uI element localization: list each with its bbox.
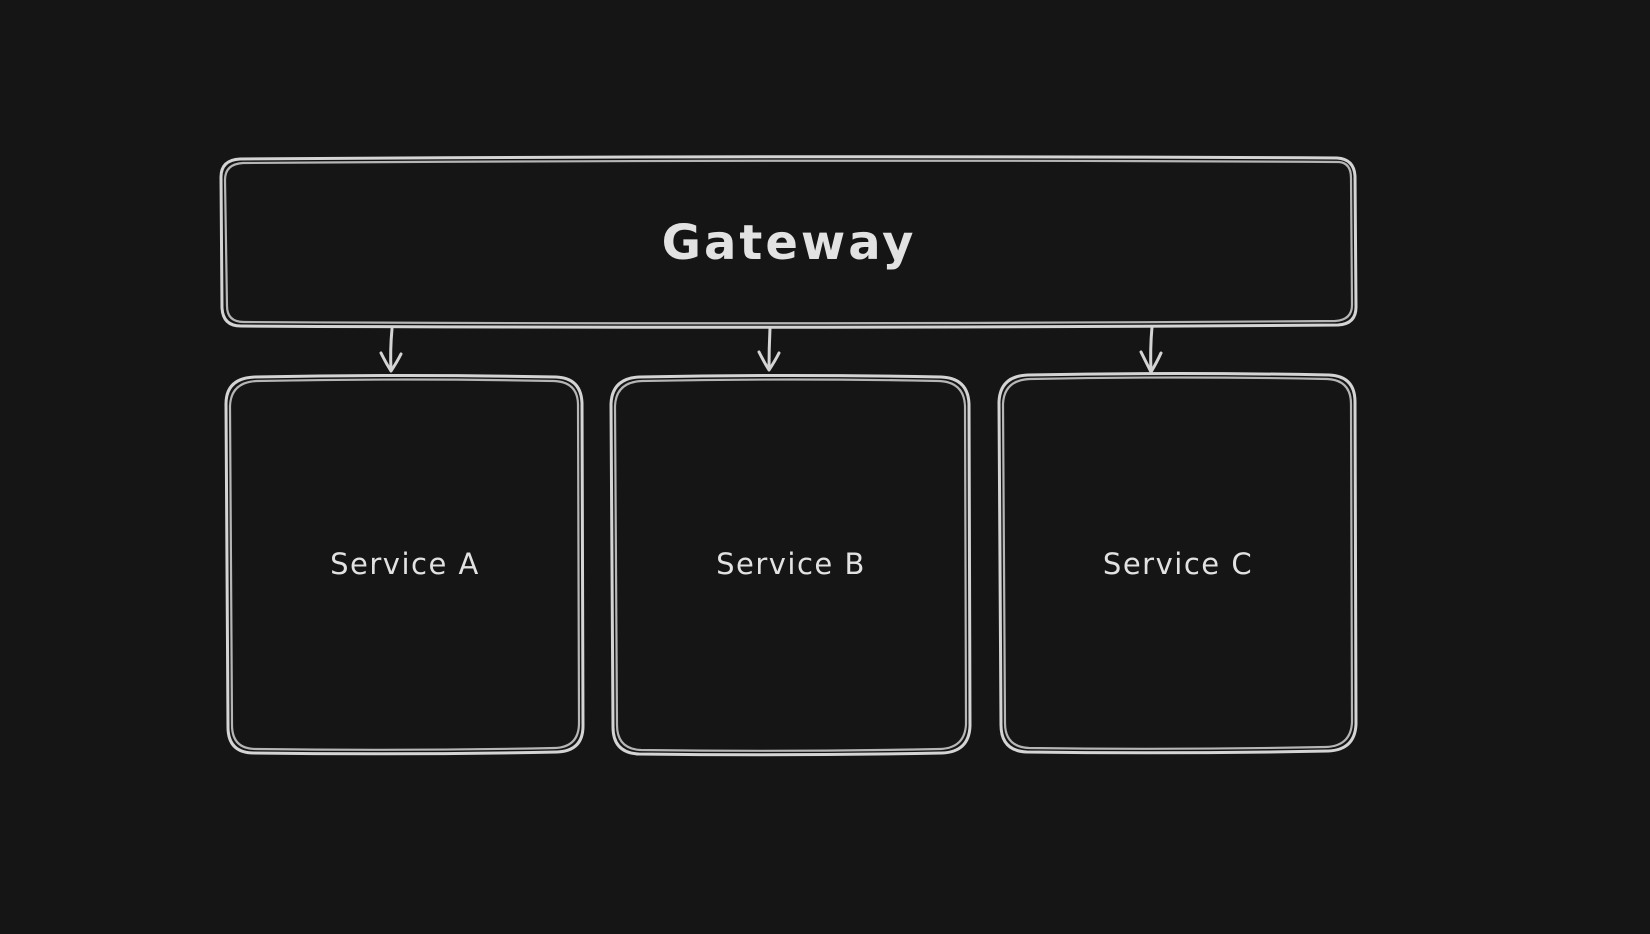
- service-a-box-outline: [224, 374, 585, 756]
- arrow-head: [1139, 350, 1163, 374]
- service-b-label: Service B: [716, 547, 866, 581]
- service-a-label: Service A: [330, 547, 480, 581]
- service-a-node[interactable]: Service A: [224, 374, 585, 756]
- service-b-box-outline: [609, 374, 972, 757]
- service-b-box-outline-2: [613, 378, 968, 752]
- arrow-gateway-to-service-c[interactable]: [1139, 325, 1163, 374]
- arrow-head: [379, 351, 403, 373]
- service-b-node[interactable]: Service B: [609, 374, 972, 757]
- arrow-head: [757, 350, 781, 372]
- arrow-gateway-to-service-a[interactable]: [379, 327, 403, 373]
- gateway-box-outline: [219, 155, 1358, 329]
- service-c-box-outline: [997, 372, 1358, 755]
- arrow-shaft: [767, 326, 772, 371]
- service-c-node[interactable]: Service C: [997, 372, 1358, 755]
- gateway-node[interactable]: Gateway: [219, 155, 1358, 329]
- service-c-box-outline-2: [1001, 376, 1354, 750]
- service-c-label: Service C: [1103, 547, 1253, 581]
- gateway-label: Gateway: [662, 215, 917, 271]
- service-a-box-outline-2: [228, 378, 581, 751]
- gateway-box-outline-2: [223, 159, 1354, 325]
- arrow-shaft: [389, 327, 394, 372]
- arrow-shaft: [1149, 325, 1154, 373]
- arrow-gateway-to-service-b[interactable]: [757, 326, 781, 372]
